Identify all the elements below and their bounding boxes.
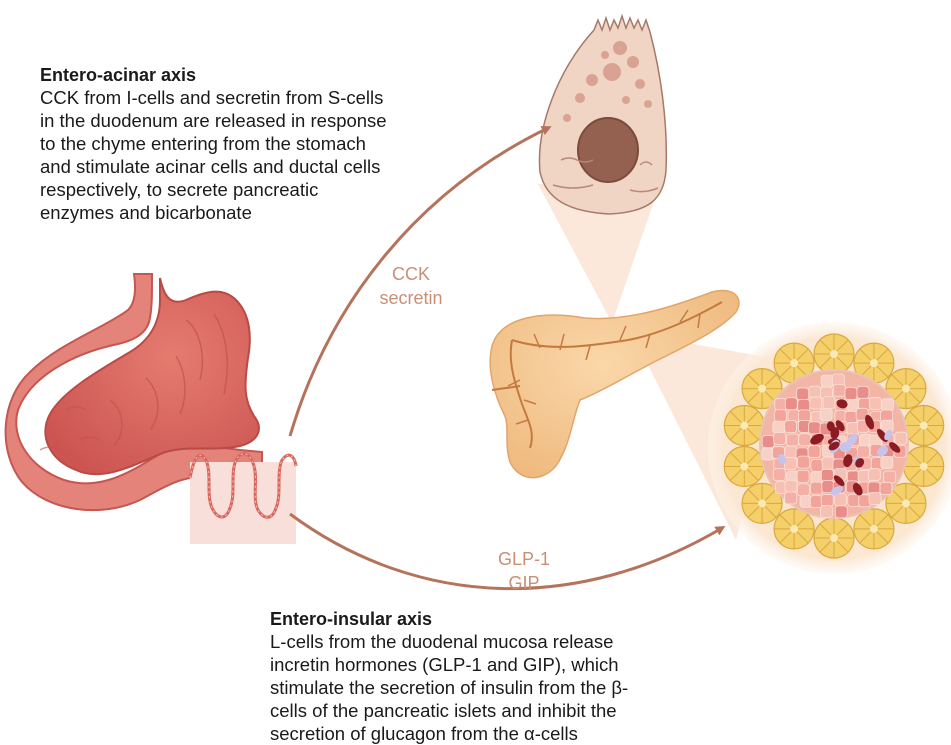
islet-cell	[822, 457, 834, 469]
islet-cell	[787, 434, 799, 446]
islet-cell	[868, 469, 880, 481]
islet-cell	[774, 432, 786, 444]
islet-cell	[845, 411, 857, 423]
islet-cell	[821, 375, 833, 387]
islet-cell	[799, 434, 811, 446]
islet-cell	[785, 398, 797, 410]
acinar-axis-text-line: and stimulate acinar cells and ductal ce…	[40, 155, 380, 178]
islet-cell	[882, 399, 894, 411]
acinar-axis-text-line: enzymes and bicarbonate	[40, 201, 252, 224]
islet-cell	[884, 471, 896, 483]
acinar-axis-title: Entero-acinar axis	[40, 64, 196, 86]
acinar-axis-text-line: in the duodenum are released in response	[40, 109, 387, 132]
islet-cell	[869, 397, 881, 409]
acinar-axis-text-line: respectively, to secrete pancreatic	[40, 178, 318, 201]
islet-cell	[810, 496, 822, 508]
islet-cell	[785, 421, 797, 433]
islet-cell	[845, 388, 857, 400]
insular-axis-text-line: secretion of glucagon from the α-cells	[270, 722, 578, 745]
islet-cell	[848, 494, 860, 506]
islet-cell	[808, 422, 820, 434]
acinar-axis-text-line: to the chyme entering from the stomach	[40, 132, 366, 155]
islet-cell	[821, 469, 833, 481]
islet-cell	[881, 457, 893, 469]
islet-cell	[809, 386, 821, 398]
islet-cell	[774, 410, 786, 422]
islet-cell	[820, 409, 832, 421]
acinus	[814, 334, 854, 374]
hormone-label-cck: CCK	[366, 262, 456, 286]
islet-cell	[784, 458, 796, 470]
islet-cell	[823, 397, 835, 409]
insular-axis-text-line: L-cells from the duodenal mucosa release	[270, 630, 613, 653]
acinus	[724, 406, 764, 446]
islet-cell	[835, 493, 847, 505]
islet-cell	[797, 470, 809, 482]
acinar-cell	[539, 16, 666, 214]
islet-cell	[857, 446, 869, 458]
islet-cell	[820, 506, 832, 518]
islet-cell	[773, 421, 785, 433]
islet-cell	[798, 456, 810, 468]
islet-cell	[811, 459, 823, 471]
hormone-label-gip: GIP	[474, 571, 574, 595]
acinus	[904, 446, 944, 486]
islet-cell	[797, 484, 809, 496]
islet-cell	[762, 436, 774, 448]
intestinal-villi	[190, 454, 296, 544]
acinus	[904, 406, 944, 446]
acinar-axis-text-line: CCK from I-cells and secretin from S-cel…	[40, 86, 383, 109]
insular-axis-text-line: cells of the pancreatic islets and inhib…	[270, 699, 617, 722]
islet-cell	[773, 469, 785, 481]
islet-cell	[821, 494, 833, 506]
hormone-label-glp1: GLP-1	[474, 547, 574, 571]
insular-axis-text-line: incretin hormones (GLP-1 and GIP), which	[270, 653, 619, 676]
islet-cell	[810, 482, 822, 494]
islet-cell	[895, 432, 907, 444]
acinus	[774, 509, 814, 549]
islet-cell	[880, 482, 892, 494]
islet-cell	[833, 384, 845, 396]
islet-cell	[808, 446, 820, 458]
islet-cell	[762, 448, 774, 460]
hormone-label-secretin: secretin	[366, 286, 456, 310]
acinus	[854, 509, 894, 549]
islet-cell	[835, 506, 847, 518]
islet-cell	[869, 492, 881, 504]
islet-cell	[797, 388, 809, 400]
insular-axis-text-line: stimulate the secretion of insulin from …	[270, 676, 628, 699]
insular-axis-title: Entero-insular axis	[270, 608, 432, 630]
islet-cell	[785, 492, 797, 504]
pancreatic-islet	[708, 322, 951, 574]
islet-cell	[785, 480, 797, 492]
islet-cell	[810, 397, 822, 409]
islet-cell	[785, 446, 797, 458]
acinus	[814, 518, 854, 558]
islet-cell	[857, 386, 869, 398]
acinus	[724, 446, 764, 486]
